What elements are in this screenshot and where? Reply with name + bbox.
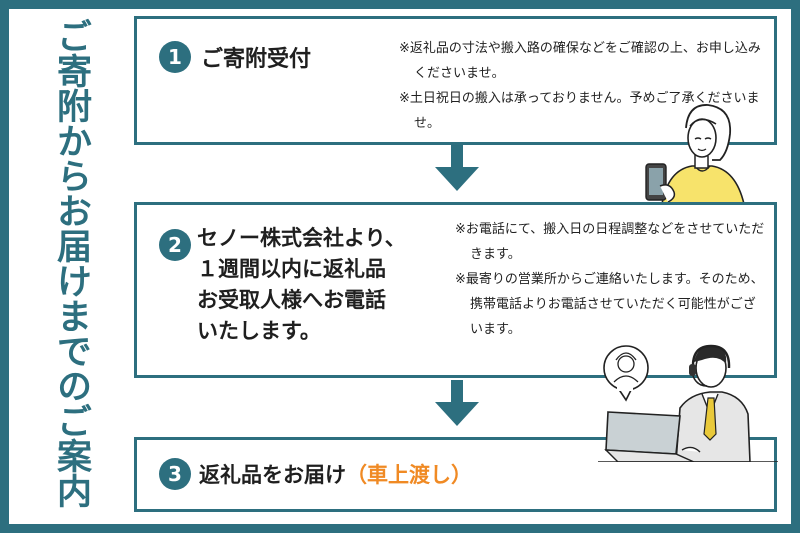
step-2-title-line-2: １週間以内に返礼品 — [197, 257, 386, 281]
arrow-down-icon — [435, 380, 479, 426]
woman-with-smartphone-icon — [645, 104, 745, 204]
step-3-title-main: 返礼品をお届け — [199, 463, 346, 487]
step-1-note-1: ※返礼品の寸法や搬入路の確保などをご確認の上、お申し込みくださいませ。 — [399, 41, 761, 81]
step-2-note-2: ※最寄りの営業所からご連絡いたします。そのため、携帯電話よりお電話させていただく… — [455, 272, 764, 337]
step-2-title-line-1: セノー株式会社より、 — [197, 226, 406, 250]
step-2-title: セノー株式会社より、 １週間以内に返礼品 お受取人様へお電話 いたします。 — [197, 223, 437, 347]
step-1-note-2: ※土日祝日の搬入は承っておりません。予めご了承くださいませ。 — [399, 91, 760, 131]
step-1-title: ご寄附受付 — [201, 47, 312, 72]
step-number-1: 1 — [159, 41, 191, 73]
step-2-title-line-4: いたします。 — [197, 319, 321, 343]
step-1-notes: ※返礼品の寸法や搬入路の確保などをご確認の上、お申し込みくださいませ。 ※土日祝… — [399, 36, 769, 136]
step-3-title: 返礼品をお届け（車上渡し） — [199, 459, 472, 489]
step-2-notes: ※お電話にて、搬入日の日程調整などをさせていただきます。 ※最寄りの営業所からご… — [455, 217, 767, 342]
step-2-note-1: ※お電話にて、搬入日の日程調整などをさせていただきます。 — [455, 222, 765, 262]
page-title: ご寄附からお届けまでのご案内 — [51, 18, 91, 508]
step-1-box: 1 ご寄附受付 ※返礼品の寸法や搬入路の確保などをご確認の上、お申し込みください… — [134, 16, 777, 145]
step-2-box: 2 セノー株式会社より、 １週間以内に返礼品 お受取人様へお電話 いたします。 … — [134, 202, 777, 378]
operator-with-headset-icon — [598, 344, 778, 462]
step-3-title-accent: （車上渡し） — [346, 463, 472, 487]
arrow-down-icon — [435, 145, 479, 191]
step-2-title-line-3: お受取人様へお電話 — [197, 288, 386, 312]
step-number-2: 2 — [159, 229, 191, 261]
step-number-3: 3 — [159, 458, 191, 490]
